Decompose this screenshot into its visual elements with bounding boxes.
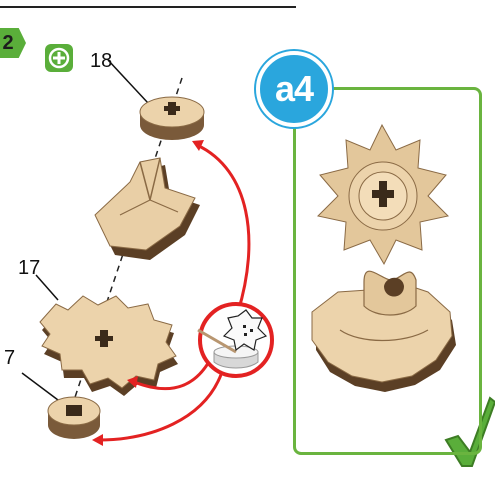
- detail-badge-label: a4: [275, 68, 313, 110]
- part-top-disc: [140, 97, 204, 140]
- leader-line-gear: [36, 275, 58, 300]
- glue-arrows: [98, 145, 249, 440]
- arrow-to-top: [197, 145, 249, 312]
- leader-line-bottom: [22, 373, 58, 400]
- part-gear: [40, 296, 178, 396]
- part-bottom-disc: [48, 397, 100, 439]
- glue-pot-icon: [198, 304, 272, 376]
- leader-line-top: [108, 60, 148, 103]
- detail-panel: [293, 87, 482, 455]
- part-core-assembly: [95, 158, 200, 260]
- detail-badge: a4: [256, 51, 332, 127]
